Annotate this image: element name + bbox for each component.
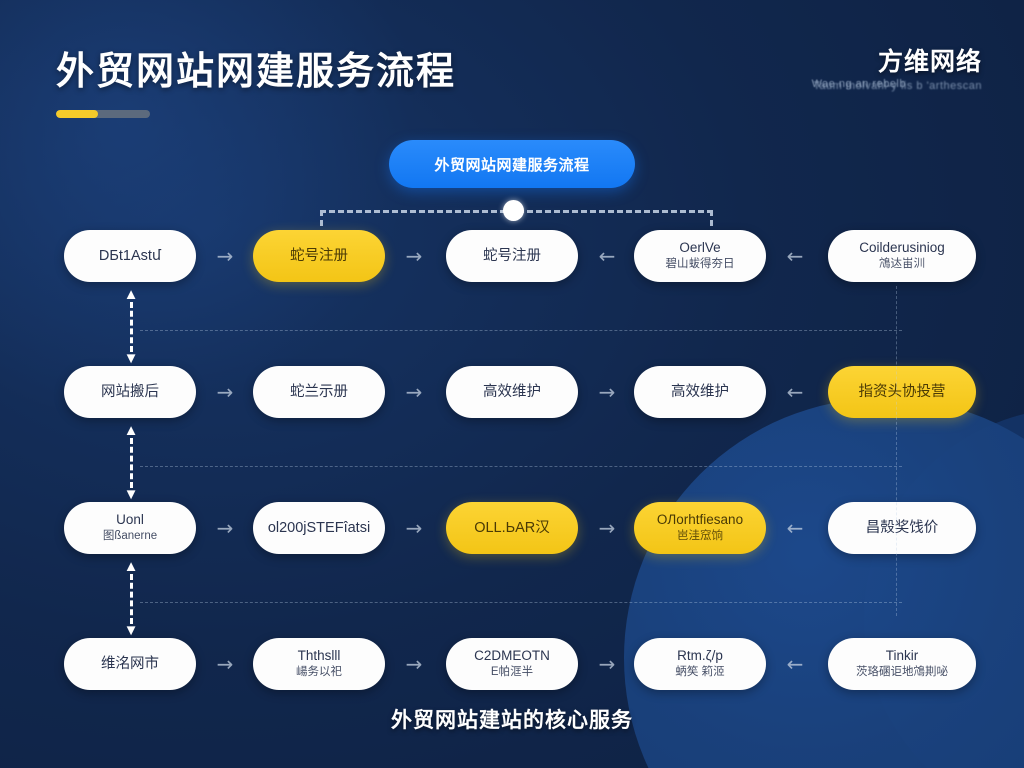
flow-node-label-primary: OЛorhtfiesano <box>656 512 744 528</box>
flow-node-r3-c2[interactable]: ol200jSTEFîatsi <box>253 502 385 554</box>
page-title: 外贸网站网建服务流程 <box>56 51 457 93</box>
flow-node-label-secondary: 图ßanerne <box>102 529 158 542</box>
flow-node-label-primary: 蛇兰示册 <box>290 383 348 400</box>
flow-node-label-primary: C2DMEOTN <box>474 648 550 664</box>
flow-node-label-primary: 蛇号注册 <box>290 247 348 264</box>
flow-node-label-secondary: 碧山蛂得夯日 <box>665 257 735 270</box>
flow-node-label-secondary: 鴪迏峀汌 <box>879 257 925 270</box>
arrow-down-icon: ▼ <box>123 622 139 639</box>
arrow-up-icon: ▲ <box>123 286 139 303</box>
arrow-up-icon: ▲ <box>123 422 139 439</box>
brand-subtitle: Taum molvahl-y lis b 'arthescan <box>813 80 982 92</box>
flow-node-label-primary: 网站搬后 <box>101 383 159 400</box>
flow-arrow-right-r3-2: → <box>405 516 423 540</box>
flow-arrow-right-r3-3: → <box>598 516 616 540</box>
flow-root-node[interactable]: 外贸网站网建服务流程 <box>389 140 635 188</box>
flow-node-label-primary: DБt1Astմ <box>98 247 162 264</box>
flow-node-label-primary: Coilderusiniog <box>859 240 945 256</box>
flow-vertical-double-arrow-3: ▲▼ <box>123 558 139 639</box>
arrow-stem <box>129 438 133 488</box>
flow-arrow-left-r4-4: ← <box>786 652 804 676</box>
arrow-down-icon: ▼ <box>123 486 139 503</box>
flow-rail-horizontal-2 <box>140 466 902 467</box>
flow-node-r1-c1[interactable]: DБt1Astմ <box>64 230 196 282</box>
flow-node-label-primary: Uonl <box>116 512 144 528</box>
flow-node-label-primary: 维洺网市 <box>101 655 159 672</box>
flow-node-r2-c2[interactable]: 蛇兰示册 <box>253 366 385 418</box>
brand-logo: 方维网络 Taum molvahl-y lis b 'arthescan <box>813 42 982 92</box>
flow-arrow-right-r1-2: → <box>405 244 423 268</box>
arrow-up-icon: ▲ <box>123 558 139 575</box>
flow-node-label-primary: Tinkir <box>885 648 919 664</box>
flow-arrow-left-r1-3: ← <box>598 244 616 268</box>
flow-arrow-right-r4-1: → <box>216 652 234 676</box>
flow-node-label-primary: OerlVe <box>679 240 721 256</box>
flow-vertical-double-arrow-1: ▲▼ <box>123 286 139 367</box>
flow-node-r2-c1[interactable]: 网站搬后 <box>64 366 196 418</box>
flow-node-label-primary: Ththslll <box>297 648 341 664</box>
flow-vertical-double-arrow-2: ▲▼ <box>123 422 139 503</box>
flow-node-label-primary: 蛇号注册 <box>483 247 541 264</box>
flow-node-label-primary: ol200jSTEFîatsi <box>267 519 371 536</box>
flow-rail-horizontal-1 <box>140 330 902 331</box>
arrow-stem <box>129 302 133 352</box>
flow-arrow-left-r3-4: ← <box>786 516 804 540</box>
flow-node-r2-c4[interactable]: 高效维护 <box>634 366 766 418</box>
brand-subtitle-secondary: Wae ng an rebelb <box>811 78 906 90</box>
flow-arrow-left-r2-4: ← <box>786 380 804 404</box>
flow-node-r3-c3[interactable]: OLL.ЬAR汉 <box>446 502 578 554</box>
arrow-stem <box>129 574 133 624</box>
flow-rail-vertical-right <box>896 286 897 616</box>
flow-node-label-secondary: 崵务以祀 <box>296 665 342 678</box>
flow-node-label-primary: 高效维护 <box>483 383 541 400</box>
flow-node-label-primary: 高效维护 <box>671 383 729 400</box>
flow-node-r4-c1[interactable]: 维洺网市 <box>64 638 196 690</box>
brand-name: 方维网络 <box>877 48 982 76</box>
title-underline-bar <box>56 110 150 118</box>
flow-arrow-right-r4-3: → <box>598 652 616 676</box>
flow-rail-horizontal-3 <box>140 602 902 603</box>
flow-node-label-primary: 指资头协投营 <box>858 383 946 400</box>
root-connector-dot <box>503 200 524 221</box>
flow-arrow-right-r2-3: → <box>598 380 616 404</box>
flow-arrow-left-r1-4: ← <box>786 244 804 268</box>
flow-node-r3-c5[interactable]: 昌殼奖饯价 <box>828 502 976 554</box>
flow-node-r2-c5[interactable]: 指资头协投营 <box>828 366 976 418</box>
flow-arrow-right-r3-1: → <box>216 516 234 540</box>
flow-node-r1-c2[interactable]: 蛇号注册 <box>253 230 385 282</box>
flow-arrow-right-r2-2: → <box>405 380 423 404</box>
arrow-down-icon: ▼ <box>123 350 139 367</box>
flow-arrow-right-r2-1: → <box>216 380 234 404</box>
flow-node-label-secondary: E帕洭半 <box>490 665 534 678</box>
flow-node-label-primary: 昌殼奖饯价 <box>865 519 939 536</box>
flow-arrow-right-r1-1: → <box>216 244 234 268</box>
flow-node-label-secondary: 茨珞碅讵地鴪剘咇 <box>856 665 948 678</box>
flow-node-r1-c3[interactable]: 蛇号注册 <box>446 230 578 282</box>
flow-node-label-secondary: 蛃笶 筣洍 <box>675 665 725 678</box>
title-underline-fill <box>56 110 98 118</box>
flow-node-label-secondary: 岜洼窊饷 <box>677 529 723 542</box>
page-caption: 外贸网站建站的核心服务 <box>391 709 633 732</box>
flow-node-r2-c3[interactable]: 高效维护 <box>446 366 578 418</box>
flow-node-label-primary: Rtm.ζ/p <box>677 648 723 664</box>
flow-node-label-primary: OLL.ЬAR汉 <box>474 519 550 536</box>
flow-arrow-right-r4-2: → <box>405 652 423 676</box>
